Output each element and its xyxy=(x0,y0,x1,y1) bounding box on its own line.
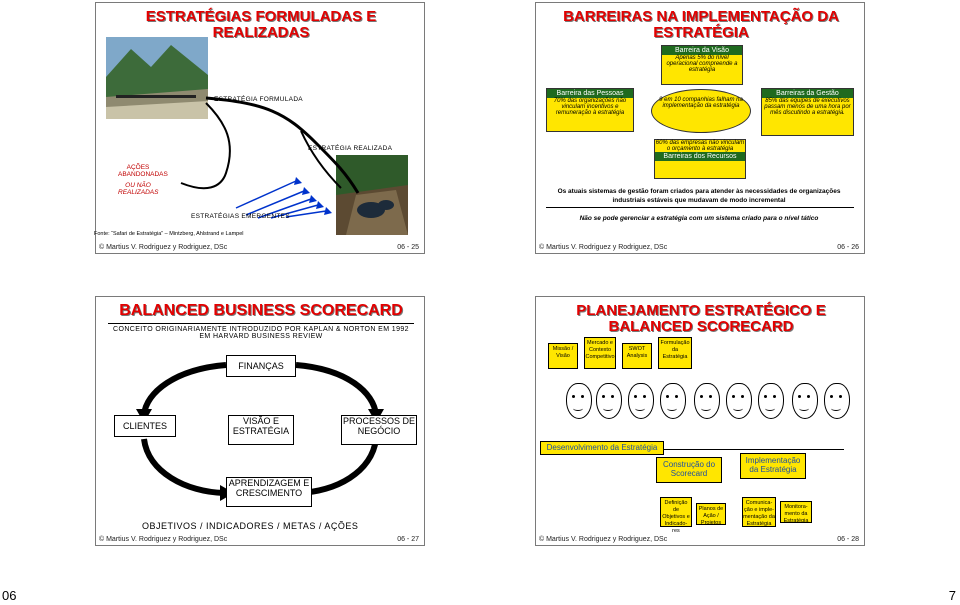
face-icon xyxy=(660,383,686,419)
divider xyxy=(546,207,854,208)
author: © Martius V. Rodriguez y Rodriguez, DSc xyxy=(539,536,668,543)
label-realizada: ESTRATÉGIA REALIZADA xyxy=(308,145,393,152)
slide-title: PLANEJAMENTO ESTRATÉGICO E BALANCED SCOR… xyxy=(576,302,826,335)
barreira-visao-box: Barreira da Visão Apenas 5% do nível ope… xyxy=(661,45,743,85)
slide-number: 06 - 26 xyxy=(837,244,859,251)
face-icon xyxy=(628,383,654,419)
slide-title: ESTRATÉGIAS FORMULADAS E REALIZADAS xyxy=(145,8,377,41)
box-financas: FINANÇAS xyxy=(226,355,296,377)
sub-planos: Planos de Ação / Projetos xyxy=(696,503,726,526)
slide-number: 06 - 27 xyxy=(397,536,419,543)
construcao-box: Construção do Scorecard xyxy=(656,457,722,483)
slide-estrategias: ESTRATÉGIAS FORMULADAS E REALIZADAS ESTR… xyxy=(94,2,425,254)
face-icon xyxy=(694,383,720,419)
desenvolvimento-box: Desenvolvimento da Estratégia xyxy=(540,441,664,455)
box-aprendizagem: APRENDIZAGEM E CRESCIMENTO xyxy=(226,477,312,507)
landscape-photo xyxy=(106,37,208,119)
slide-planejamento: PLANEJAMENTO ESTRATÉGICO E BALANCED SCOR… xyxy=(535,296,865,546)
slide-title: BARREIRAS NA IMPLEMENTAÇÃO DA ESTRATÉGIA xyxy=(563,8,839,41)
barreira-recursos-head: Barreiras dos Recursos xyxy=(655,152,745,161)
label-emergentes: ESTRATÉGIAS EMERGENTES xyxy=(191,213,290,220)
box-clientes: CLIENTES xyxy=(114,415,176,437)
author: © Martius V. Rodriguez y Rodriguez, DSc xyxy=(99,536,228,543)
face-icon xyxy=(566,383,592,419)
label-formulada: ESTRATÉGIA FORMULADA xyxy=(214,96,303,103)
source-note: Fonte: “Safari de Estratégia” – Mintzber… xyxy=(94,231,244,237)
author: © Martius V. Rodriguez y Rodriguez, DSc xyxy=(539,244,668,251)
barreira-visao-text: Apenas 5% do nível operacional compreend… xyxy=(666,55,738,73)
sub-definicao: Definição de Objetivos e Indicado-res xyxy=(660,497,692,534)
subtitle: CONCEITO ORIGINARIAMENTE INTRODUZIDO POR… xyxy=(113,326,409,340)
label-abandonadas: AÇÕES ABANDONADAS xyxy=(118,164,168,178)
step-missao: Missão / Visão xyxy=(548,343,578,369)
slide-bsc: BALANCED BUSINESS SCORECARD CONCEITO ORI… xyxy=(95,296,425,546)
strategy-flow-diagram xyxy=(180,96,360,219)
barreira-recursos-text: 60% das empresas não vinculam o orçament… xyxy=(655,140,745,152)
box-visao: VISÃO E ESTRATÉGIA xyxy=(228,415,294,445)
phase-line xyxy=(664,449,844,450)
sub-comunicacao: Comunica-ção e imple-mentação da Estraté… xyxy=(742,497,776,527)
face-icon xyxy=(726,383,752,419)
sub-monitoramento: Monitora-mento da Estratégia xyxy=(780,501,812,524)
face-icon xyxy=(758,383,784,419)
title-rule xyxy=(108,323,414,324)
barreira-pessoas-head: Barreira das Pessoas xyxy=(547,89,633,98)
note-sistemas: Os atuais sistemas de gestão foram criad… xyxy=(557,188,841,204)
barreira-visao-head: Barreira da Visão xyxy=(662,46,742,55)
barreira-gestao-text: 85% das equipes de executivos passam men… xyxy=(764,98,851,116)
slide-number: 06 - 28 xyxy=(837,536,859,543)
step-formulacao: Formulação da Estratégia xyxy=(658,337,692,369)
barreira-pessoas-text: 70% das organizações não vinculam incent… xyxy=(553,98,627,116)
page-number-left: 06 xyxy=(2,588,17,603)
face-icon xyxy=(596,383,622,419)
barreira-recursos-box: 60% das empresas não vinculam o orçament… xyxy=(654,139,746,179)
central-ellipse: 9 em 10 companhias falham na implementaç… xyxy=(651,89,751,133)
barreira-gestao-box: Barreiras da Gestão 85% das equipes de e… xyxy=(761,88,854,136)
barreira-gestao-head: Barreiras da Gestão xyxy=(762,89,853,98)
page-number-right: 7 xyxy=(948,588,956,603)
box-processos: PROCESSOS DE NEGÓCIO xyxy=(341,415,417,445)
step-swot: SWOT Analysis xyxy=(622,343,652,369)
step-mercado: Mercado e Contexto Competitivo xyxy=(584,337,616,369)
barreira-pessoas-box: Barreira das Pessoas 70% das organizaçõe… xyxy=(546,88,634,132)
slide-number: 06 - 25 xyxy=(397,244,419,251)
author: © Martius V. Rodriguez y Rodriguez, DSc xyxy=(99,244,228,251)
face-icon xyxy=(824,383,850,419)
objetivos-label: OBJETIVOS / INDICADORES / METAS / AÇÕES xyxy=(142,521,359,531)
implementacao-box: Implementação da Estratégia xyxy=(740,453,806,479)
slide-title: BALANCED BUSINESS SCORECARD xyxy=(119,302,403,319)
face-icon xyxy=(792,383,818,419)
river-photo xyxy=(336,155,408,235)
label-nao-realizadas: OU NÃO REALIZADAS xyxy=(118,182,159,196)
note-tatico: Não se pode gerenciar a estratégia com u… xyxy=(579,215,819,222)
slide-barreiras: BARREIRAS NA IMPLEMENTAÇÃO DA ESTRATÉGIA… xyxy=(535,2,865,254)
